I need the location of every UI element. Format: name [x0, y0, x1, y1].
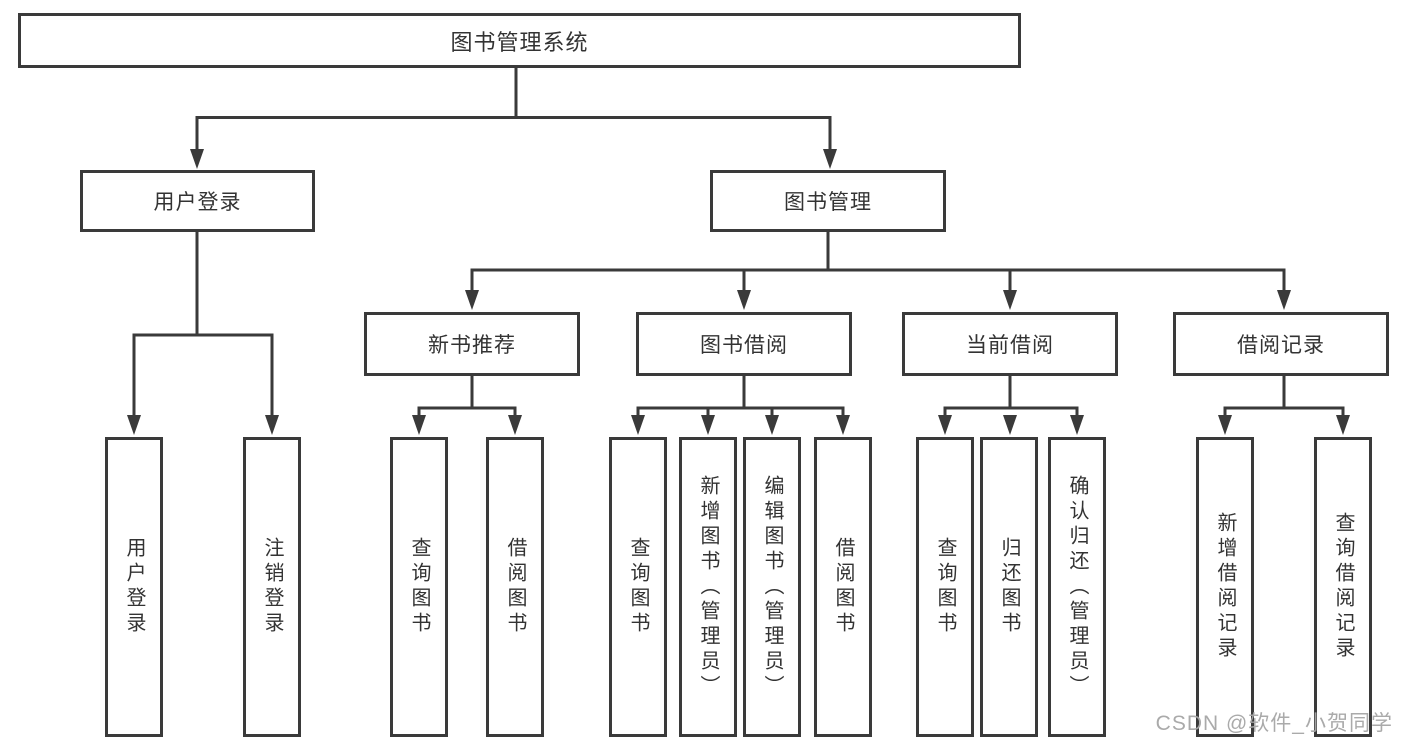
leaf-search-books-current: 查询图书 — [916, 437, 974, 737]
leaf-add-borrow-record-label: 新增借阅记录 — [1214, 512, 1236, 662]
arrowheads — [127, 149, 1350, 435]
leaf-borrow-books-recommend-label: 借阅图书 — [504, 537, 526, 637]
node-book-borrowing: 图书借阅 — [636, 312, 852, 376]
watermark: CSDN @软件_小贺同学 — [1155, 712, 1393, 735]
node-user-login: 用户登录 — [80, 170, 315, 232]
leaf-user-login-label: 用户登录 — [123, 537, 145, 637]
leaf-search-borrow-record: 查询借阅记录 — [1314, 437, 1372, 737]
leaf-return-books-label: 归还图书 — [998, 537, 1020, 637]
leaf-confirm-return-admin: 确认归还（管理员） — [1048, 437, 1106, 737]
leaf-confirm-return-admin-label: 确认归还（管理员） — [1066, 474, 1088, 700]
node-new-book-recommendation: 新书推荐 — [364, 312, 580, 376]
leaf-borrow-books-recommend: 借阅图书 — [486, 437, 544, 737]
leaf-search-borrow-record-label: 查询借阅记录 — [1332, 512, 1354, 662]
node-borrowing-records: 借阅记录 — [1173, 312, 1389, 376]
leaf-search-books-current-label: 查询图书 — [934, 537, 956, 637]
leaf-borrow-books: 借阅图书 — [814, 437, 872, 737]
node-library-management-system: 图书管理系统 — [18, 13, 1021, 68]
leaf-logout: 注销登录 — [243, 437, 301, 737]
leaf-edit-book-admin-label: 编辑图书（管理员） — [761, 474, 783, 700]
node-book-management: 图书管理 — [710, 170, 946, 232]
leaf-search-books-borrowing-label: 查询图书 — [627, 537, 649, 637]
leaf-edit-book-admin: 编辑图书（管理员） — [743, 437, 801, 737]
node-current-borrowing: 当前借阅 — [902, 312, 1118, 376]
leaf-add-book-admin-label: 新增图书（管理员） — [697, 474, 719, 700]
leaf-search-books-borrowing: 查询图书 — [609, 437, 667, 737]
leaf-user-login: 用户登录 — [105, 437, 163, 737]
leaf-borrow-books-label: 借阅图书 — [832, 537, 854, 637]
leaf-return-books: 归还图书 — [980, 437, 1038, 737]
leaf-logout-label: 注销登录 — [261, 537, 283, 637]
leaf-search-books-recommend-label: 查询图书 — [408, 537, 430, 637]
leaf-add-borrow-record: 新增借阅记录 — [1196, 437, 1254, 737]
leaf-add-book-admin: 新增图书（管理员） — [679, 437, 737, 737]
leaf-search-books-recommend: 查询图书 — [390, 437, 448, 737]
